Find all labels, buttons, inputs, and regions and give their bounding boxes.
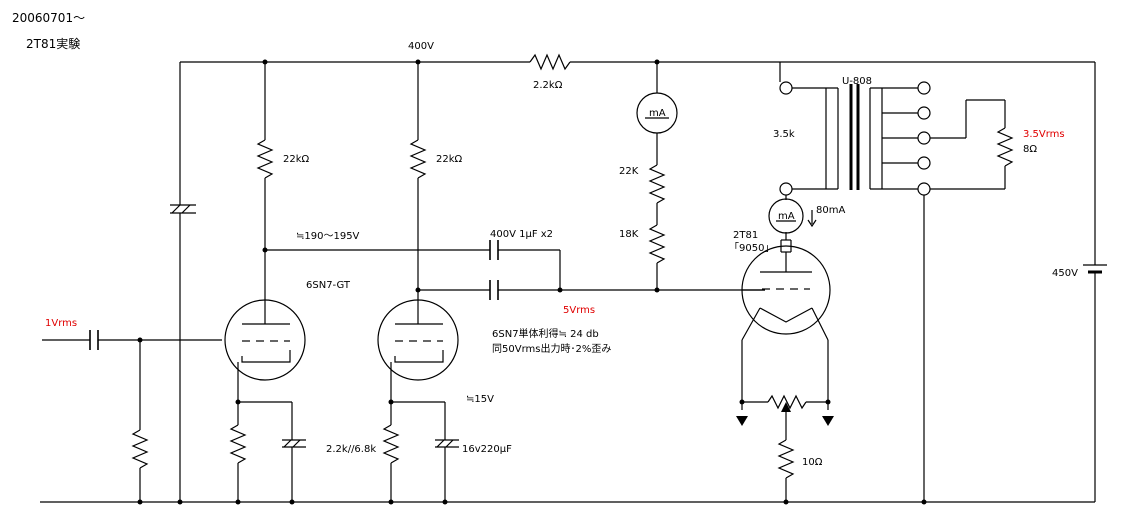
transformer-label: U-808 — [842, 76, 872, 87]
plate-voltage-label: ≒190～195V — [296, 231, 360, 242]
hv-supply-label: 450V — [1052, 268, 1078, 279]
cathode-network-2 — [382, 380, 459, 502]
coupling-line-1 — [265, 240, 561, 290]
cathode-network-1 — [229, 380, 306, 502]
bias-upper-label: 22K — [619, 166, 639, 177]
drive-level-label: 5Vrms — [563, 305, 595, 316]
header-date: 20060701～ — [12, 11, 85, 25]
speaker-imp-label: 8Ω — [1023, 144, 1037, 155]
driver-tube-label: 6SN7-GT — [306, 280, 351, 291]
cathode-cap-label: 16v220μF — [462, 444, 512, 455]
plate-resistor-2-label: 22kΩ — [436, 154, 463, 165]
plate-resistor-1 — [256, 62, 274, 300]
distortion-note: 同50Vrms出力時･2%歪み — [492, 342, 611, 355]
cathode-voltage-label: ≒15V — [466, 394, 494, 405]
filament-network — [736, 340, 834, 502]
filament-resistor-label: 10Ω — [802, 457, 823, 468]
b-plus-rail — [180, 53, 1095, 82]
plate-resistor-2 — [409, 62, 427, 290]
output-tube-equiv-label: 「9050」 — [729, 242, 774, 254]
input-network — [42, 330, 222, 502]
coupling-cap-label: 400V 1μF x2 — [490, 229, 553, 240]
input-level-label: 1Vrms — [45, 318, 77, 329]
output-tube-label: 2T81 — [733, 230, 758, 241]
gain-note: 6SN7単体利得≒ 24 db — [492, 327, 599, 340]
bias-lower-label: 18K — [619, 229, 639, 240]
b-plus-label: 400V — [408, 41, 434, 52]
primary-imp-label: 3.5k — [773, 129, 795, 140]
decoupling-capacitor — [170, 62, 196, 502]
plate-current-label: 80mA — [816, 205, 845, 216]
meter-1-unit: mA — [649, 108, 666, 119]
bias-divider — [648, 62, 666, 290]
output-transformer — [779, 81, 931, 502]
output-tube — [741, 245, 831, 341]
driver-tube-2 — [377, 290, 459, 381]
cathode-resistor-label: 2.2k//6.8k — [326, 444, 376, 455]
milliammeter-2 — [768, 198, 804, 234]
output-level-label: 3.5Vrms — [1023, 129, 1065, 140]
series-resistor-label: 2.2kΩ — [533, 80, 563, 91]
driver-tube-1 — [224, 299, 306, 381]
hv-supply — [1083, 62, 1107, 502]
coupling-line-2 — [418, 280, 765, 300]
plate-resistor-1-label: 22kΩ — [283, 154, 310, 165]
header-title: 2T81実験 — [26, 36, 80, 51]
meter-2-unit: mA — [778, 211, 795, 222]
speaker-load — [930, 99, 1014, 190]
milliammeter-1 — [636, 92, 678, 134]
